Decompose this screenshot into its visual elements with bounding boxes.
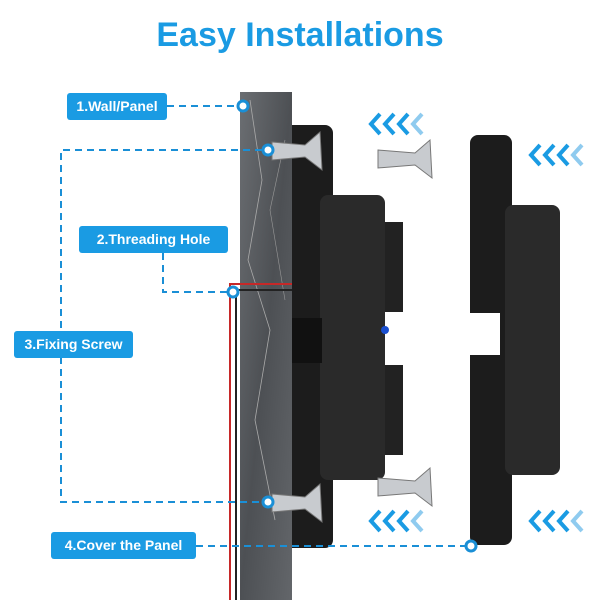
panel-body xyxy=(320,195,385,480)
label-wall-panel: 1.Wall/Panel xyxy=(67,93,167,120)
leader-lines xyxy=(60,105,466,547)
page-title: Easy Installations xyxy=(156,16,444,54)
leader-dots xyxy=(226,99,478,553)
label-cover-panel: 4.Cover the Panel xyxy=(51,532,196,559)
label-fixing-screw: 3.Fixing Screw xyxy=(14,331,133,358)
screw-icon xyxy=(271,130,433,524)
cover-body xyxy=(505,205,560,475)
arrow-left-icon xyxy=(368,112,584,533)
wall xyxy=(240,92,292,600)
label-threading-hole: 2.Threading Hole xyxy=(79,226,228,253)
